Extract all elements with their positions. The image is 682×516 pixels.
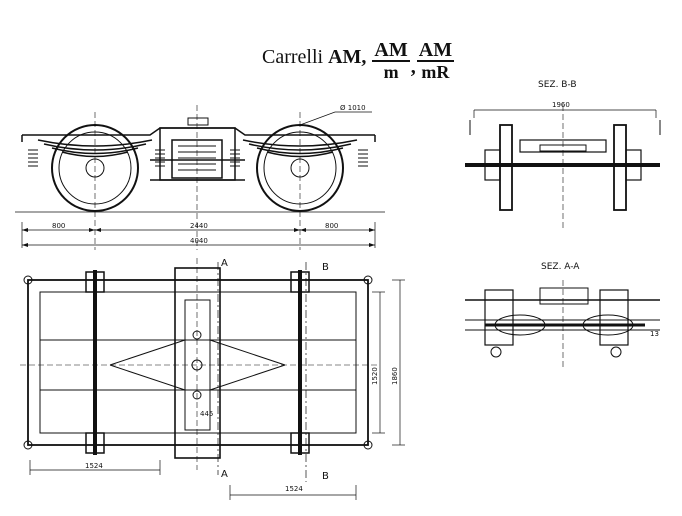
title-prefix: Carrelli [262, 46, 324, 68]
wheel-diameter-label: Ø 1010 [340, 104, 366, 112]
section-bb-width-label: 1960 [552, 101, 570, 109]
section-aa-title: SEZ. A-A [541, 262, 580, 272]
plan-view [20, 258, 405, 500]
fraction-numerator: AM [372, 39, 410, 62]
fraction-numerator: AM [416, 39, 455, 62]
fraction-denominator: m [383, 62, 399, 82]
title-main-designation: AM, [328, 46, 367, 68]
coil-spring-stacks [28, 149, 368, 167]
dimension-arrows [22, 228, 375, 247]
end-overhang-right-label: 800 [325, 222, 339, 230]
wheel-diameter-leader [299, 111, 372, 126]
drawing-title: Carrelli AM, AM m , AM mR [262, 39, 455, 82]
cut-mark-b-top: B [322, 262, 329, 273]
frame-height-1520-label: 1520 [371, 367, 379, 385]
frame-height-1860-label: 1860 [391, 367, 399, 385]
cut-mark-a-top: A [221, 258, 228, 269]
elevation-dimension-lines [21, 222, 376, 248]
wheelbase-label: 2440 [190, 222, 208, 230]
cut-mark-a-bottom: A [221, 469, 228, 480]
side-clearance-label: 13 [650, 330, 659, 338]
bolster-offset-label: 445 [200, 410, 214, 418]
track-gauge-right-label: 1524 [285, 485, 303, 493]
section-bb-title: SEZ. B-B [538, 80, 577, 90]
wheel-centre-lines [94, 105, 301, 250]
title-fraction-am-mr: AM mR [416, 39, 455, 82]
cut-mark-b-bottom: B [322, 471, 329, 482]
overall-length-label: 4040 [190, 237, 208, 245]
fraction-denominator: mR [421, 62, 450, 82]
track-gauge-left-label: 1524 [85, 462, 103, 470]
section-bb-view [465, 105, 661, 230]
end-overhang-left-label: 800 [52, 222, 66, 230]
section-aa-view [465, 280, 660, 370]
title-fraction-am-m: AM m [372, 39, 410, 82]
title-comma: , [410, 56, 416, 78]
